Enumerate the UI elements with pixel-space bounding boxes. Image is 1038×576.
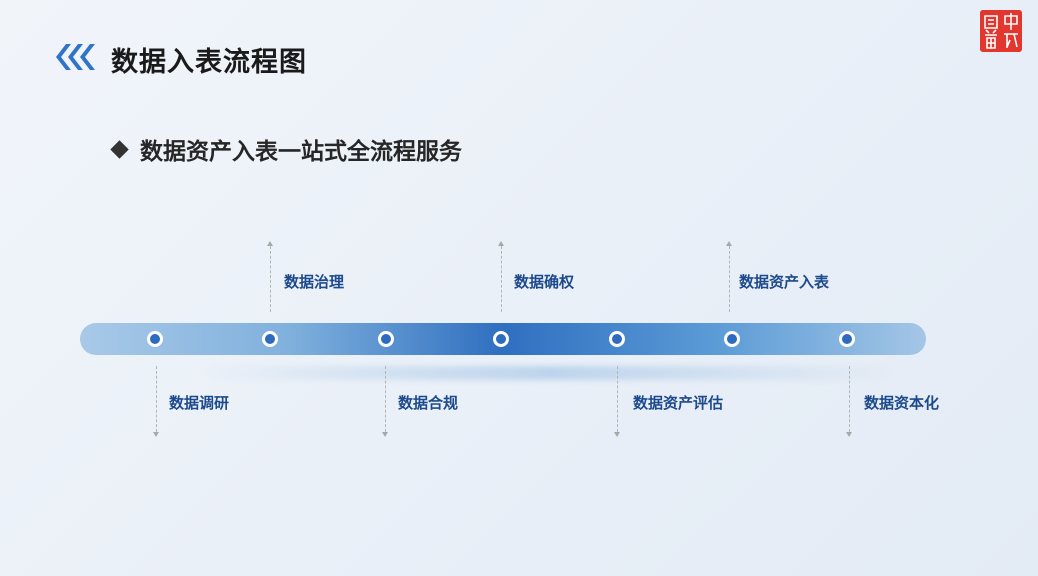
timeline-node	[493, 331, 509, 347]
triple-chevron-left-icon	[56, 44, 95, 70]
red-seal-logo	[980, 10, 1022, 52]
step-label: 数据资本化	[864, 394, 940, 412]
timeline-node	[262, 331, 278, 347]
step-label: 数据确权	[514, 273, 575, 291]
arrow-up-icon	[726, 241, 732, 312]
subtitle-text: 数据资产入表一站式全流程服务	[140, 139, 462, 165]
timeline-shadow	[200, 366, 900, 380]
timeline-node	[839, 331, 855, 347]
page-title: 数据入表流程图	[111, 47, 307, 78]
timeline-node	[147, 331, 163, 347]
arrow-down-icon	[153, 366, 159, 437]
timeline-node	[378, 331, 394, 347]
step-label: 数据合规	[398, 394, 459, 412]
step-label: 数据资产入表	[739, 273, 830, 291]
step-label: 数据治理	[284, 273, 345, 291]
arrow-up-icon	[267, 241, 273, 312]
arrow-down-icon	[614, 366, 620, 437]
step-label: 数据调研	[169, 394, 230, 412]
step-label: 数据资产评估	[633, 394, 724, 412]
diamond-bullet-icon	[110, 139, 129, 159]
arrow-down-icon	[382, 366, 388, 437]
arrow-up-icon	[498, 241, 504, 312]
timeline-node	[724, 331, 740, 347]
arrow-down-icon	[846, 366, 852, 437]
timeline-node	[609, 331, 625, 347]
subtitle: 数据资产入表一站式全流程服务	[110, 132, 462, 166]
